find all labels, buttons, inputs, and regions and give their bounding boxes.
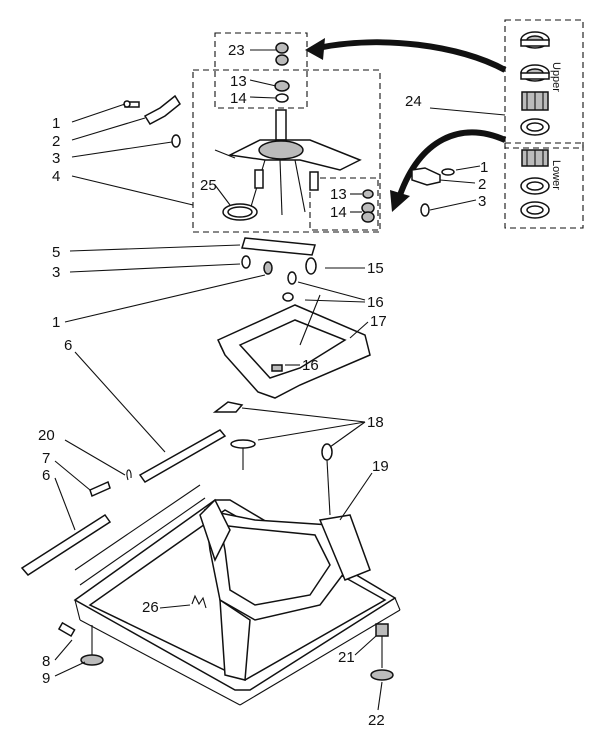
part-3-bushing-left: [171, 134, 181, 148]
inset-box-lower: [504, 142, 584, 229]
part-7-pad: [89, 480, 111, 498]
part-15-spring: [305, 257, 317, 275]
label-20: 20: [38, 427, 55, 444]
part-1-bolt-center: [263, 261, 273, 275]
leader-lines: [54, 49, 506, 711]
inset-label-lower: Lower: [550, 160, 562, 190]
label-3-left: 3: [52, 150, 60, 167]
label-3-center: 3: [52, 264, 60, 281]
part-21-nut: [375, 623, 389, 637]
label-14-top: 14: [230, 90, 247, 107]
part-22-foot-right: [370, 636, 394, 681]
label-25: 25: [200, 177, 217, 194]
label-9: 9: [42, 670, 50, 687]
dashed-box-main: [192, 69, 381, 233]
arrow-upper-to-top-box: [317, 39, 507, 73]
parts-13-14-right: [361, 189, 375, 223]
label-7: 7: [42, 450, 50, 467]
part-18-upper: [212, 401, 244, 413]
label-23: 23: [228, 42, 245, 59]
part-13-top: [274, 80, 290, 92]
part-19-base-frame: [73, 484, 401, 706]
label-1-left: 1: [52, 115, 60, 132]
label-1-right: 1: [480, 159, 488, 176]
label-14-right: 14: [330, 204, 347, 221]
arrow-lower-head: [390, 190, 410, 212]
label-17: 17: [370, 313, 387, 330]
parts-16-small: [282, 271, 297, 302]
label-18: 18: [367, 414, 384, 431]
part-8-bolt: [57, 621, 76, 637]
part-9-foot-left: [80, 625, 104, 666]
part-2-bracket-left: [143, 94, 181, 125]
label-4: 4: [52, 168, 60, 185]
label-6-top: 6: [64, 337, 72, 354]
label-1-center: 1: [52, 314, 60, 331]
label-19: 19: [372, 458, 389, 475]
label-2-left: 2: [52, 133, 60, 150]
part-14-top: [275, 93, 289, 103]
label-16-lower: 16: [302, 357, 319, 374]
part-1-bolt-left: [123, 100, 140, 108]
part-20-clip: [126, 469, 132, 481]
dashed-box-right: [309, 177, 379, 231]
part-25-seal-ring: [222, 203, 258, 221]
label-8: 8: [42, 653, 50, 670]
inset-box-upper: [504, 19, 584, 149]
label-26: 26: [142, 599, 159, 616]
part-6-rail-lower: [20, 513, 112, 576]
part-5-link: [241, 237, 316, 256]
dashed-box-top: [214, 32, 308, 109]
part-2-bracket-right: [411, 167, 441, 186]
label-15: 15: [367, 260, 384, 277]
label-3-right: 3: [478, 193, 486, 210]
part-3-bushing-right: [420, 203, 430, 217]
part-6-rail-upper: [138, 429, 227, 483]
parts-23: [275, 42, 289, 66]
part-18-right: [321, 443, 333, 516]
label-13-right: 13: [330, 186, 347, 203]
label-21: 21: [338, 649, 355, 666]
part-3-bushing-center: [241, 255, 251, 269]
arrow-lower-to-right-box: [397, 129, 507, 197]
label-6-lower: 6: [42, 467, 50, 484]
arrow-upper-head: [305, 38, 325, 60]
label-22: 22: [368, 712, 385, 729]
label-5: 5: [52, 244, 60, 261]
part-1-bolt-right: [441, 168, 455, 176]
part-17-bracket: [217, 304, 371, 399]
part-26-spring-clip: [191, 594, 207, 609]
label-16-top: 16: [367, 294, 384, 311]
label-13-top: 13: [230, 73, 247, 90]
label-2-right: 2: [478, 176, 486, 193]
transmission-assembly: [214, 109, 362, 216]
part-18-middle: [230, 439, 256, 470]
lower-bearing-set: [520, 149, 550, 219]
label-24: 24: [405, 93, 422, 110]
upper-bearing-set: [520, 31, 550, 136]
inset-label-upper: Upper: [550, 62, 562, 92]
